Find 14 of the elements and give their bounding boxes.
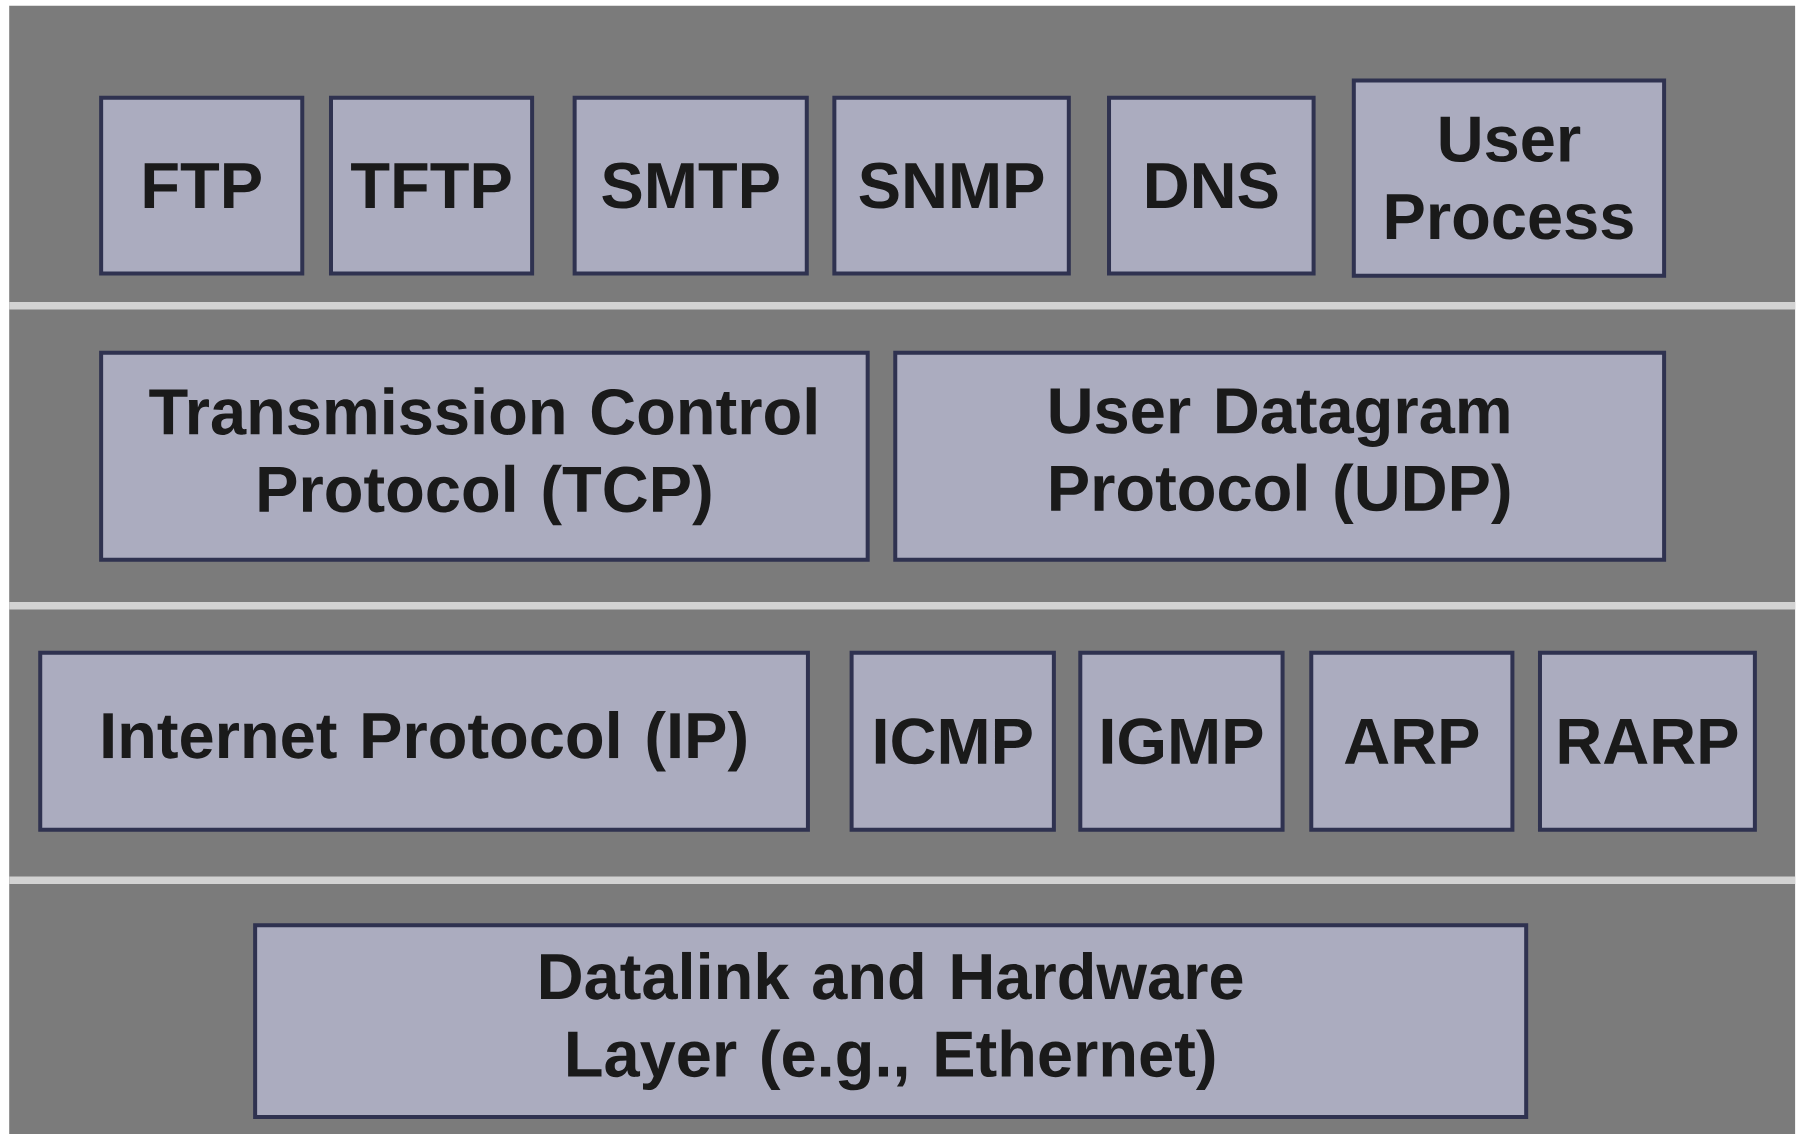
protocol-box: SNMP [832, 95, 1071, 276]
protocol-box: User Datagram Protocol (UDP) [893, 350, 1667, 562]
protocol-box: ARP [1309, 650, 1515, 832]
protocol-box: Transmission Control Protocol (TCP) [99, 350, 870, 562]
protocol-box: FTP [99, 95, 305, 276]
protocol-box: SMTP [572, 95, 809, 276]
protocol-box: IGMP [1078, 650, 1285, 832]
protocol-box: Datalink and Hardware Layer (e.g., Ethernet) [253, 923, 1529, 1120]
protocol-box: RARP [1538, 650, 1757, 832]
protocol-box: ICMP [849, 650, 1056, 832]
protocol-box: TFTP [329, 95, 535, 276]
protocol-box: Internet Protocol (IP) [38, 650, 810, 832]
protocol-box: User Process [1351, 78, 1667, 278]
protocol-box: DNS [1107, 95, 1316, 276]
